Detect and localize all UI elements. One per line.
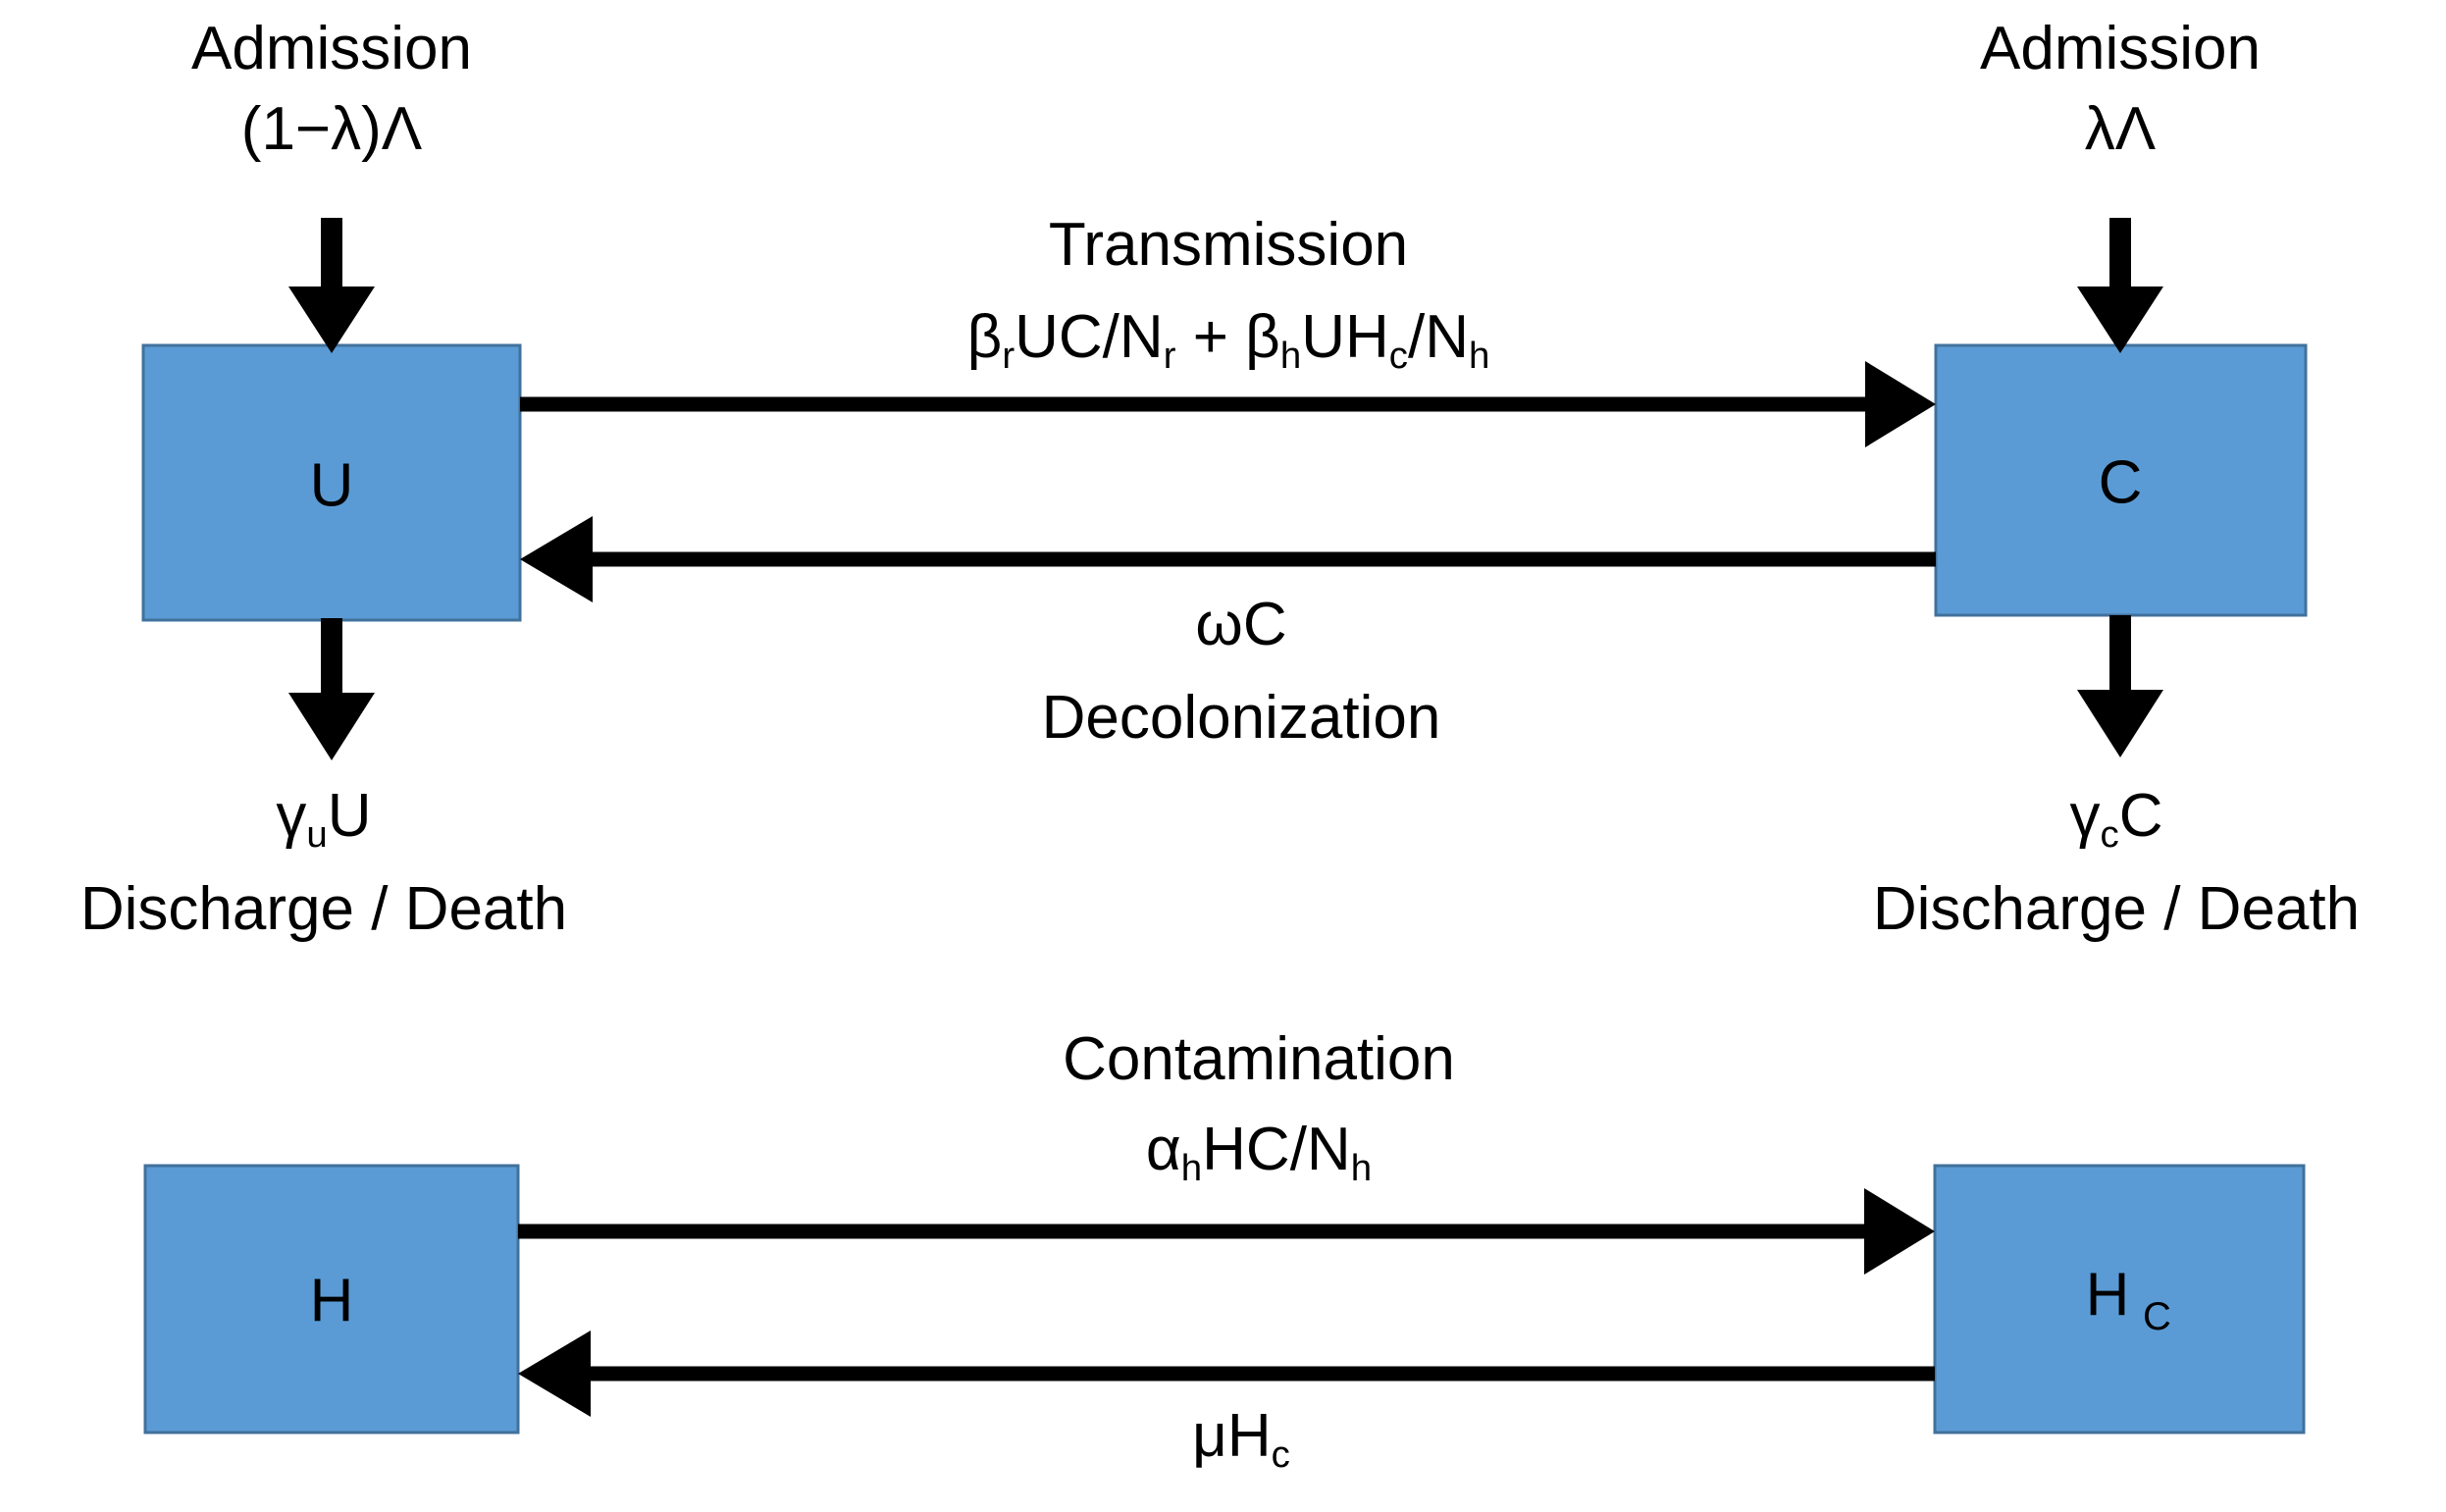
decolonization-rate: ωC [1195, 591, 1287, 658]
flow-arrow-transmission [520, 361, 1936, 447]
flow-arrow-discharge-u [288, 618, 375, 760]
discharge-left-title: Discharge / Death [79, 875, 568, 943]
compartment-box-h[interactable]: H [143, 1164, 520, 1434]
flow-arrow-decontamination [518, 1330, 1935, 1417]
admission-right-title: Admission [1980, 15, 2261, 82]
compartment-box-hc[interactable]: H C [1933, 1164, 2306, 1434]
flow-arrow-admission-u [288, 218, 375, 353]
compartment-label-hc-base: H [2086, 1262, 2130, 1330]
transmission-title: Transmission [1048, 211, 1409, 279]
admission-right-rate: λΛ [2084, 95, 2157, 163]
decolonization-title: Decolonization [1041, 684, 1441, 752]
flow-arrow-admission-c [2077, 218, 2163, 353]
flow-arrow-discharge-c [2077, 615, 2163, 757]
compartment-label-h: H [310, 1268, 354, 1335]
discharge-left-rate: γuU [276, 782, 372, 856]
flow-arrow-decolonization [520, 516, 1936, 602]
compartment-label-c: C [2099, 449, 2143, 517]
compartment-box-u[interactable]: U [141, 343, 522, 622]
discharge-right-rate: γcC [2069, 782, 2163, 856]
contamination-rate: αhHC/Nh [1145, 1116, 1373, 1189]
compartment-label-u: U [310, 452, 354, 520]
admission-left-rate: (1−λ)Λ [240, 95, 423, 163]
contamination-title: Contamination [1063, 1025, 1455, 1093]
compartment-label-hc-sub: C [2143, 1295, 2171, 1338]
compartment-box-c[interactable]: C [1934, 343, 2308, 617]
decontamination-rate: μHc [1192, 1402, 1290, 1476]
transmission-rate: βrUC/Nr + βhUHc/Nh [966, 303, 1490, 377]
flow-arrow-contamination [518, 1188, 1935, 1275]
discharge-right-title: Discharge / Death [1872, 875, 2361, 943]
admission-left-title: Admission [191, 15, 472, 82]
